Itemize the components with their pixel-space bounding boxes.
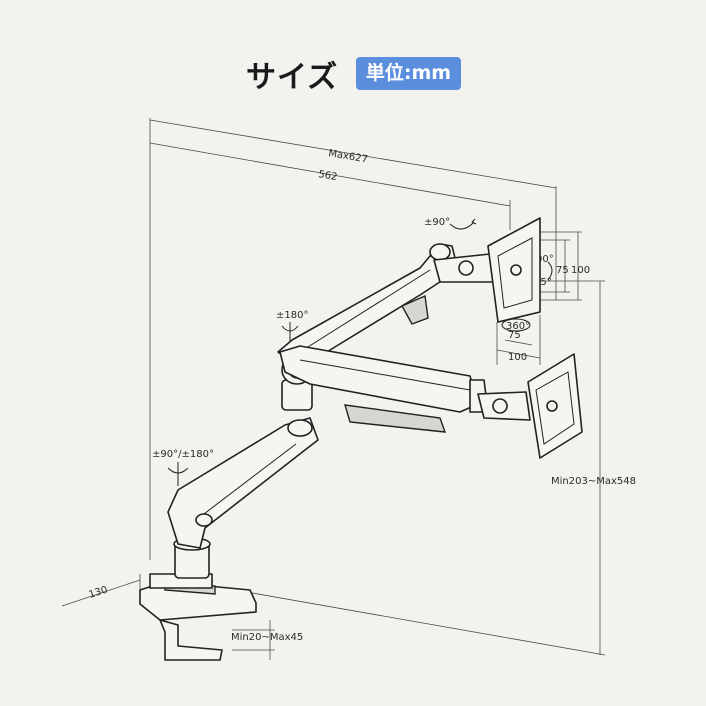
arm-rotation-label: ±180°: [276, 310, 308, 321]
reach-dimension: 562: [149, 142, 511, 230]
clamp-depth-label: 130: [88, 584, 110, 600]
max-reach-label: Max627: [328, 148, 369, 165]
middle-arm: [279, 345, 479, 413]
swivel-label: 360°: [506, 321, 530, 332]
desk-thickness-label: Min20~Max45: [231, 632, 303, 643]
tilt-indicator: ±90°: [424, 217, 477, 230]
clamp-lower: [159, 619, 223, 661]
lower-arm: [167, 417, 319, 549]
base-rotation-label: ±90°/±180°: [152, 449, 214, 460]
desk-clamp-base: [139, 581, 257, 621]
vesa-bottom-100-label: 100: [508, 352, 527, 363]
base-rotation-indicator: ±90°/±180°: [152, 449, 214, 486]
page-title: サイズ: [246, 60, 339, 95]
monitor-arm: [139, 217, 583, 661]
desk-thickness-dimension: Min20~Max45: [231, 620, 303, 660]
tilt-angle-label: 15°: [534, 277, 552, 288]
vesa-bottom-dimensions: 75 100 360°: [496, 315, 541, 365]
unit-badge: 単位:mm: [356, 57, 461, 90]
vesa-75-label: 75: [556, 265, 569, 276]
vesa-bottom-75-label: 75: [508, 330, 521, 341]
height-label: Min203~Max548: [551, 476, 636, 487]
vesa-100-label: 100: [571, 265, 590, 276]
clamp-depth-dimension: 130: [61, 574, 141, 607]
tilt-label: ±90°: [424, 217, 450, 228]
vesa-rotate-label: 90°: [536, 254, 554, 265]
reach-label: 562: [318, 169, 339, 183]
